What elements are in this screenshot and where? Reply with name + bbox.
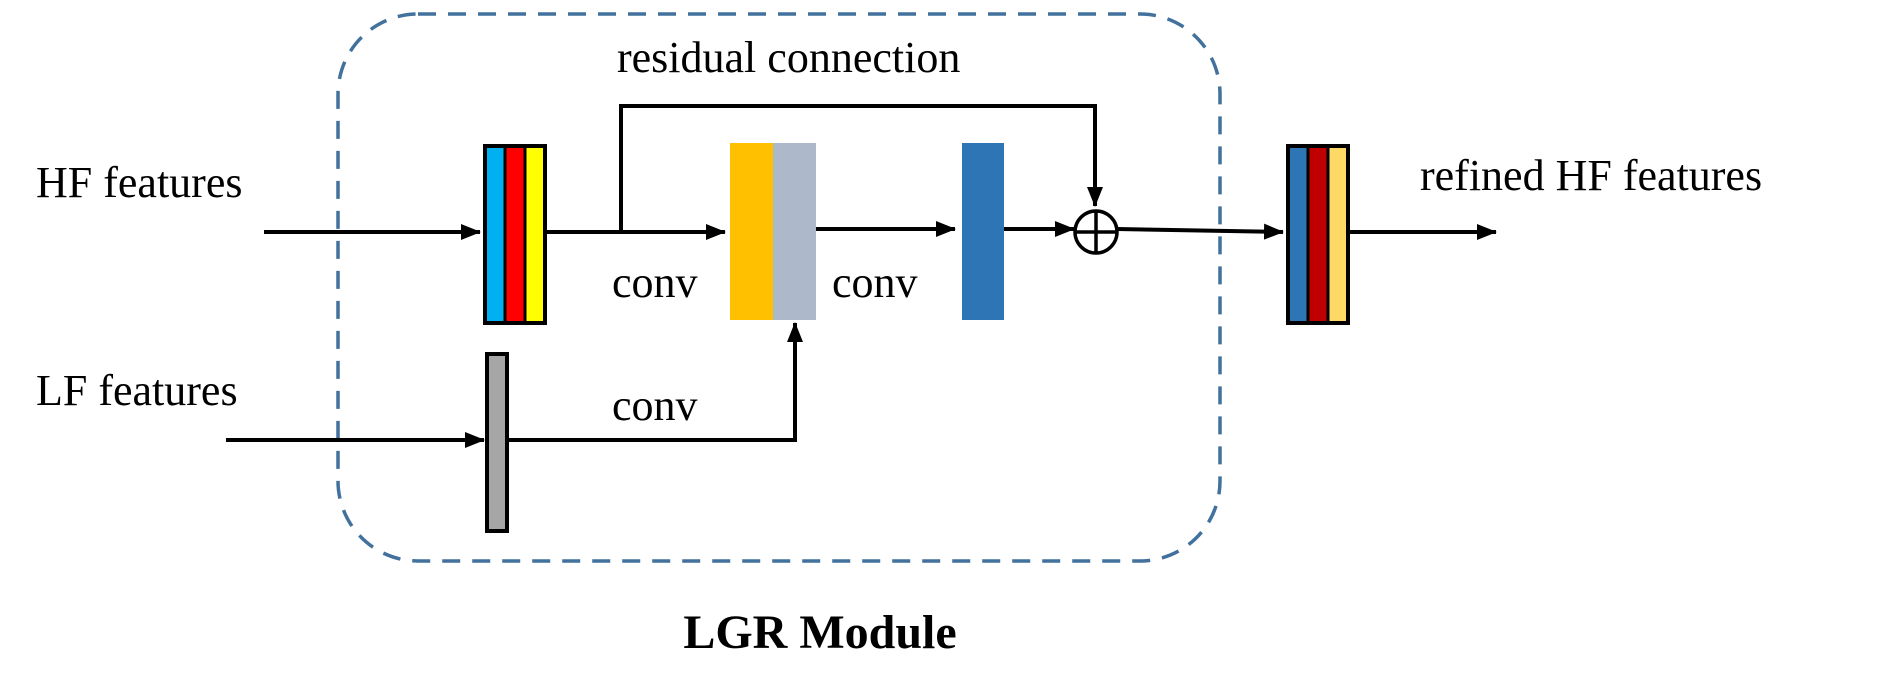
residual-connection-arrow: [619, 104, 1103, 232]
sum-operator: [1073, 209, 1119, 255]
lf-feature-block: [485, 352, 509, 533]
sum-to-output-arrow: [1116, 223, 1284, 240]
out-block-blue: [1288, 146, 1308, 323]
concat-block-orange: [730, 143, 773, 320]
refined-hf-features-label: refined HF features: [1420, 151, 1762, 200]
hf-block-outline: [483, 144, 547, 325]
hf-features-label: HF features: [36, 158, 243, 207]
concat-block: [730, 143, 816, 320]
hf-feature-block: [483, 144, 547, 325]
hf-block-yellow: [525, 146, 545, 323]
conv-label-1: conv: [612, 258, 698, 307]
out-block-yellow: [1328, 146, 1348, 323]
lf-to-concat-arrow: [506, 322, 803, 442]
conv-label-3: conv: [612, 381, 698, 430]
out-block-red: [1308, 146, 1328, 323]
hf-block-cyan: [485, 146, 505, 323]
module-boundary: [336, 12, 1222, 563]
conv-output-block: [962, 143, 1004, 320]
lf-features-label: LF features: [36, 366, 238, 415]
out-block-outline: [1286, 144, 1350, 325]
output-feature-block: [1286, 144, 1350, 325]
residual-connection-label: residual connection: [617, 33, 960, 82]
conv-label-2: conv: [832, 258, 918, 307]
hf-block-red: [505, 146, 525, 323]
module-title: LGR Module: [683, 606, 956, 659]
concat-block-gray: [773, 143, 816, 320]
